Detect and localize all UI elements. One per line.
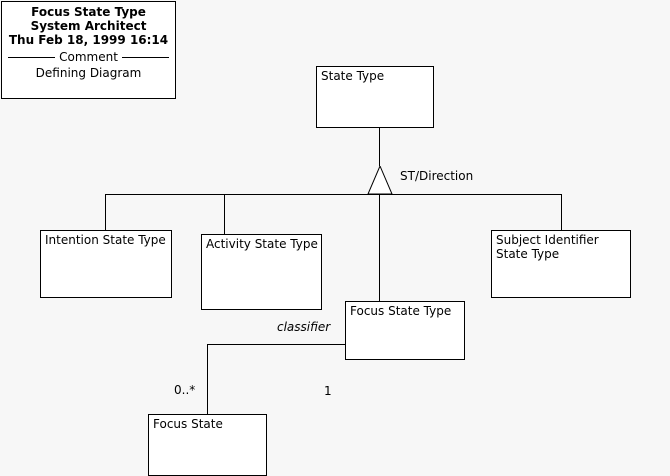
class-name-focus-state: Focus State — [153, 417, 223, 431]
association-role-label: classifier — [277, 320, 331, 334]
generalization-label: ST/Direction — [400, 169, 474, 183]
class-name-subject-identifier-state-type: Subject Identifier State Type — [496, 233, 599, 261]
generalization-leg-subject — [561, 194, 562, 231]
class-name-intention-state-type: Intention State Type — [45, 233, 166, 247]
comment-text: Defining Diagram — [35, 66, 142, 80]
title-line-diagram-name: Focus State Type — [31, 5, 146, 19]
multiplicity-label-one: 1 — [324, 384, 332, 398]
association-segment-vertical — [207, 344, 208, 414]
generalization-leg-intention — [105, 194, 106, 231]
class-box-activity-state-type[interactable]: Activity State Type — [201, 234, 322, 310]
generalization-leg-activity — [224, 194, 225, 235]
multiplicity-label-many: 0..* — [174, 383, 196, 397]
class-box-focus-state-type[interactable]: Focus State Type — [345, 301, 465, 360]
class-name-state-type: State Type — [321, 69, 385, 83]
class-box-intention-state-type[interactable]: Intention State Type — [40, 230, 172, 298]
generalization-leg-focus — [379, 194, 380, 301]
diagram-title-block: Focus State Type System Architect Thu Fe… — [1, 1, 176, 99]
title-line-timestamp: Thu Feb 18, 1999 16:14 — [8, 33, 169, 47]
class-box-focus-state[interactable]: Focus State — [148, 414, 267, 476]
title-line-author: System Architect — [30, 19, 147, 33]
class-box-state-type[interactable]: State Type — [316, 66, 434, 128]
separator-rule-right — [121, 57, 170, 58]
comment-separator: Comment — [8, 50, 170, 64]
class-box-subject-identifier-state-type[interactable]: Subject Identifier State Type — [491, 230, 631, 298]
comment-separator-label: Comment — [59, 50, 118, 64]
generalization-bar — [105, 194, 562, 195]
separator-rule-left — [8, 57, 56, 58]
class-name-activity-state-type: Activity State Type — [206, 237, 318, 251]
class-name-focus-state-type: Focus State Type — [350, 304, 452, 318]
generalization-stem-upper — [379, 128, 380, 166]
association-segment-horizontal — [207, 344, 346, 345]
